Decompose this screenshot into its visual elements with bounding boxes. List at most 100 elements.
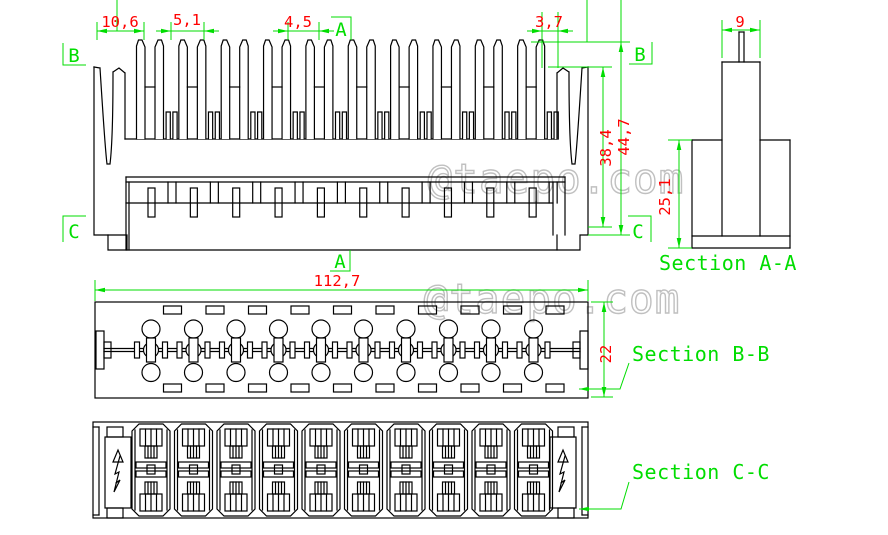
cc-mid-bar [517,470,550,478]
bb-hole-bottom [141,362,161,383]
polarity-zigzag-icon [558,455,566,493]
arrowhead [161,28,171,34]
bb-leader-line [579,362,630,390]
arrowhead [278,28,288,34]
bb-slot-top [460,305,480,315]
bb-contact-pin [161,341,169,359]
cc-mid-contact [358,464,369,475]
cc-module-outline [173,423,214,517]
bb-hole-top [268,319,289,339]
marker-b-left: B [68,45,79,67]
cc-module-outline [216,423,256,517]
hanging-tab [274,187,283,218]
dim-label-4-5: 4,5 [284,13,312,31]
watermark-layer: @taepo.com @taepo.com [423,154,684,323]
arrowhead [676,238,682,248]
dim-label-22: 22 [597,345,615,364]
cc-outline [92,421,589,519]
tooth [408,39,419,140]
bb-hole-top [311,319,331,339]
bb-hole-bottom [226,362,246,383]
marker-c-left: C [68,221,79,243]
bb-slot-top [375,305,395,315]
arrowhead [600,217,606,227]
bb-contact-pin [473,341,481,359]
tooth [154,39,165,140]
marker-b-right: B [634,44,645,66]
hanging-tab [316,187,325,218]
bb-contact-blade [188,337,199,363]
dim-label-38-4: 38,4 [597,129,615,166]
bb-contact-pin [346,341,353,359]
stub [334,111,341,140]
bb-contact-pin [501,341,509,359]
tooth [281,39,292,140]
bb-contact-blade [230,337,242,363]
bb-contact-pin [459,341,466,359]
arrowhead [95,287,105,293]
bb-contact-pin [133,341,141,359]
stub [172,111,178,140]
bb-slot-bottom [162,383,183,393]
bb-slot-bottom [375,383,395,393]
tooth [535,39,546,140]
tooth [517,39,527,140]
bb-key-right [579,330,589,370]
bb-contact-blade [358,337,369,363]
stub [468,111,475,140]
bb-contact-pin [246,341,254,359]
cc-mid-bar [135,470,167,478]
tooth [196,39,207,140]
bb-slot-top [502,305,523,315]
cc-mid-bar [432,470,465,478]
bb-slot-bottom [205,383,225,393]
bb-slot-bottom [332,383,353,393]
arrowhead [676,140,682,150]
cc-mid-bar [262,470,295,478]
foot-step-left [107,234,128,251]
hanging-tab [443,187,453,218]
hanging-tab [189,187,198,218]
cc-mid-bar [262,461,295,469]
fork-contact-right [556,66,589,165]
marker-a-bottom-bracket [330,250,351,272]
bb-contact-pin [431,341,438,359]
stub [207,111,214,140]
stub [299,111,305,140]
bb-contact-pin [516,341,523,359]
stub [419,111,425,140]
arrowhead [97,28,107,34]
cc-mid-contact [146,464,156,475]
cc-module-outline [471,423,511,517]
hanging-tab [528,187,537,218]
arrowhead [579,386,589,392]
stub [165,111,171,140]
bb-hole-bottom [268,362,289,383]
cc-key-left-cap [106,426,124,438]
tooth [347,39,358,140]
arrowhead [722,27,732,33]
tooth [220,39,231,140]
marker-b-left-bracket [62,43,86,66]
cc-mid-bar [305,470,337,478]
tooth [450,39,461,140]
cc-mid-contact [401,464,411,475]
arrowhead [558,28,568,34]
cc-module-outline [131,423,171,517]
cc-module-outline [386,423,426,517]
bb-slot-top [332,305,353,315]
dim-label-112-7: 112,7 [314,272,361,290]
bb-contact-pin [331,341,339,359]
cc-mid-bar [347,461,380,469]
bb-slot-bottom [502,383,523,393]
cc-module-outline [343,423,384,517]
stub [511,111,517,140]
bb-contact-blade [315,337,327,363]
marker-c-right: C [632,221,643,243]
stub [250,111,256,140]
marker-a-top-bracket [331,16,352,40]
part-geometry-layer [92,31,791,519]
cc-mid-contact [316,464,326,475]
cc-mid-bar [432,461,465,469]
bb-slot-bottom [290,383,310,393]
